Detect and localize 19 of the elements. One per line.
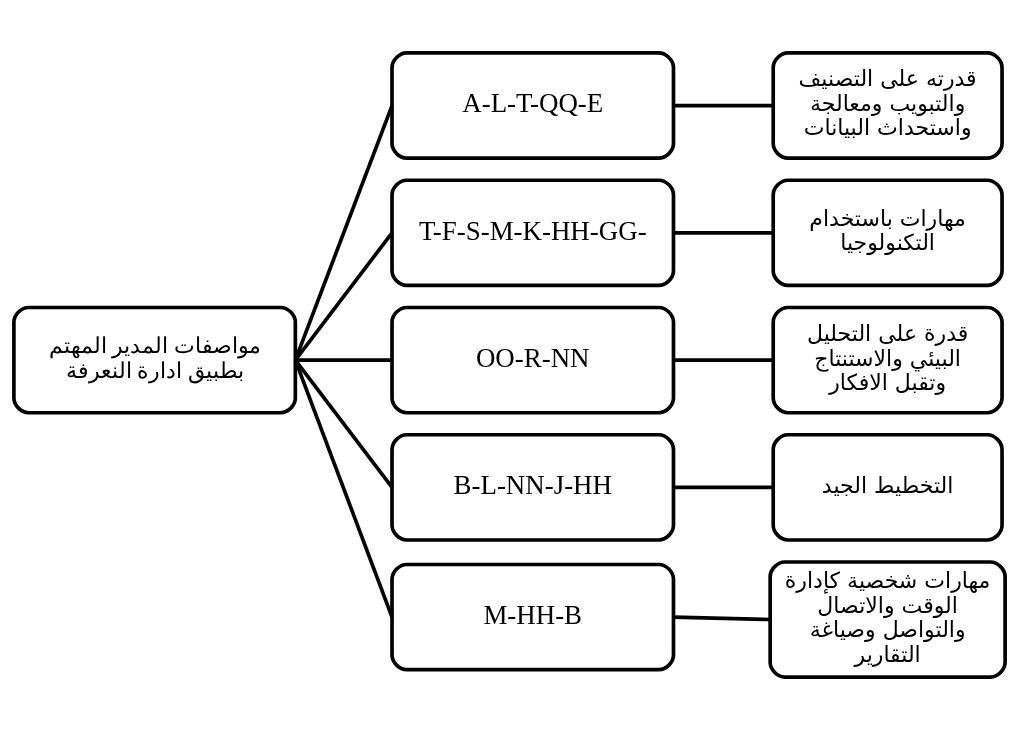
node-box: التخطيط الجيد <box>770 432 1004 542</box>
connector <box>294 357 392 362</box>
node-box: مهارات باستخدام التكنولوجيا <box>770 177 1004 287</box>
node-box: OO-R-NN <box>389 305 675 415</box>
connector <box>672 614 770 621</box>
node-box: B-L-NN-J-HH <box>389 432 675 542</box>
node-box: T-F-S-M-K-HH-GG- <box>389 177 675 287</box>
connector <box>673 485 773 489</box>
node-box: مهارات شخصية كإدارة الوقت والاتصال والتواصل وصياغة التقارير <box>767 559 1007 679</box>
connector <box>673 230 773 235</box>
connector <box>293 104 394 361</box>
connector <box>673 103 773 107</box>
connector <box>293 358 394 618</box>
node-box: قدرة على التحليل البيئي والاستنتاج وتقبل الافكار <box>770 305 1004 415</box>
node-box: M-HH-B <box>389 562 675 672</box>
node-box: A-L-T-QQ-E <box>389 50 675 160</box>
connector <box>673 357 773 362</box>
node-box: مواصفات المدير المهتم بطبيق ادارة النعرفة <box>11 305 297 415</box>
node-box: قدرته على التصنيف والتبويب ومعالجة واستحداث البيانات <box>770 50 1004 160</box>
